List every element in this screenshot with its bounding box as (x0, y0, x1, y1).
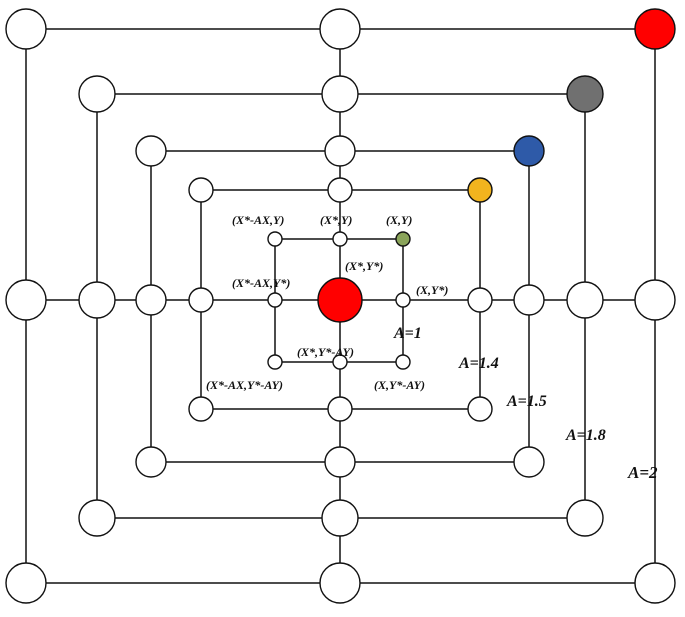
labels-layer: (X*-AX,Y) (X*,Y) (X,Y) (X*,Y*) (X*-AX,Y*… (206, 213, 658, 482)
node-a15-top-left (135, 135, 167, 167)
node-a2-bottom-right (634, 562, 676, 604)
node-a15-top-right (513, 135, 545, 167)
label-mid-right: (X,Y*) (416, 283, 448, 297)
node-a18-top-left (78, 75, 116, 113)
node-a18-mid-left (78, 281, 116, 319)
node-a2-top-right (634, 8, 676, 50)
node-a1-top-mid (332, 231, 348, 247)
ring-label-a2: A=2 (627, 463, 658, 482)
node-a1-top-right (395, 231, 411, 247)
node-a18-bottom-mid (321, 499, 359, 537)
node-a2-bottom-left (5, 562, 47, 604)
ring-label-a18: A=1.8 (565, 427, 606, 444)
ring-label-a15: A=1.5 (506, 393, 547, 410)
label-center: (X*,Y*) (345, 259, 383, 273)
node-a2-top-left (5, 8, 47, 50)
node-a2-mid-left (5, 279, 47, 321)
node-a15-bottom-mid (324, 446, 356, 478)
label-bottom-left: (X*-AX,Y*-AY) (206, 378, 283, 392)
node-a18-bottom-left (78, 499, 116, 537)
node-a14-bottom-mid (327, 396, 353, 422)
label-top-left: (X*-AX,Y) (232, 213, 284, 227)
node-a1-bottom-mid (332, 354, 348, 370)
nodes-layer (5, 8, 676, 604)
node-a14-top-mid (327, 177, 353, 203)
node-a18-mid-right (566, 281, 604, 319)
label-top-mid: (X*,Y) (320, 213, 352, 227)
node-a15-bottom-right (513, 446, 545, 478)
node-a14-top-right (467, 177, 493, 203)
ring-label-a1: A=1 (393, 325, 422, 342)
node-a2-top-mid (319, 8, 361, 50)
node-a18-top-right (566, 75, 604, 113)
node-a18-bottom-right (566, 499, 604, 537)
label-top-right: (X,Y) (386, 213, 412, 227)
node-a18-top-mid (321, 75, 359, 113)
label-mid-left: (X*-AX,Y*) (232, 276, 290, 290)
node-a15-top-mid (324, 135, 356, 167)
label-bottom-right: (X,Y*-AY) (374, 378, 425, 392)
node-a2-mid-right (634, 279, 676, 321)
node-a15-mid-right (513, 284, 545, 316)
node-a14-mid-right (467, 287, 493, 313)
node-a14-mid-left (188, 287, 214, 313)
node-a14-bottom-right (467, 396, 493, 422)
node-a1-bottom-left (267, 354, 283, 370)
node-a14-bottom-left (188, 396, 214, 422)
node-a1-mid-right (395, 292, 411, 308)
ring-label-a14: A=1.4 (458, 355, 499, 372)
node-a15-bottom-left (135, 446, 167, 478)
node-a14-top-left (188, 177, 214, 203)
node-a2-bottom-mid (319, 562, 361, 604)
label-bottom-mid: (X*,Y*-AY) (297, 345, 354, 359)
node-a1-top-left (267, 231, 283, 247)
node-a1-mid-left (267, 292, 283, 308)
node-center (317, 277, 363, 323)
node-a1-bottom-right (395, 354, 411, 370)
node-a15-mid-left (135, 284, 167, 316)
